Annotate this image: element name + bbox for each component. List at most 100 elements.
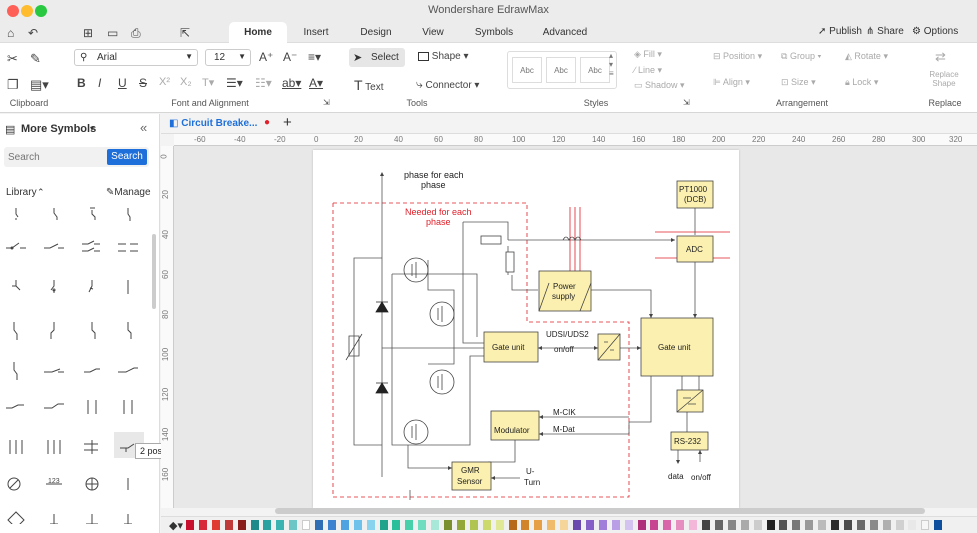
print-icon[interactable]: ⎙ bbox=[131, 26, 141, 40]
color-swatch[interactable] bbox=[224, 520, 233, 530]
drawing-page[interactable]: phase for each phase Needed for each pha… bbox=[313, 150, 739, 508]
search-input[interactable] bbox=[8, 149, 103, 165]
symbol-switch-10[interactable] bbox=[50, 280, 56, 293]
power-supply-box[interactable] bbox=[538, 270, 592, 312]
color-swatch[interactable] bbox=[611, 520, 620, 530]
color-swatch[interactable] bbox=[405, 520, 414, 530]
color-swatch[interactable] bbox=[869, 520, 878, 530]
fill-button[interactable]: ◈ Fill ▾ bbox=[634, 49, 662, 59]
color-swatch[interactable] bbox=[340, 520, 349, 530]
color-swatch[interactable] bbox=[237, 520, 246, 530]
gate-unit-right-box[interactable] bbox=[640, 317, 714, 377]
symbol-switch-29[interactable] bbox=[7, 477, 21, 491]
select-button[interactable]: ➤ Select bbox=[349, 48, 405, 67]
minimize-window-button[interactable] bbox=[21, 5, 33, 17]
options-button[interactable]: ⚙ Options bbox=[912, 26, 959, 37]
gmr-sensor-box[interactable] bbox=[451, 461, 492, 491]
color-swatch[interactable] bbox=[276, 520, 285, 530]
color-swatch[interactable] bbox=[186, 520, 194, 530]
color-swatch[interactable] bbox=[534, 520, 543, 530]
color-swatch[interactable] bbox=[418, 520, 427, 530]
color-swatch[interactable] bbox=[650, 520, 659, 530]
color-swatch[interactable] bbox=[921, 520, 930, 530]
chevron-up-icon[interactable]: ⌃ bbox=[37, 187, 45, 197]
symbol-switch-9[interactable] bbox=[12, 280, 21, 291]
export-icon[interactable]: ⇱ bbox=[180, 26, 191, 40]
color-swatch[interactable] bbox=[934, 520, 943, 530]
shadow-button[interactable]: ▭ Shadow ▾ bbox=[634, 80, 685, 90]
color-swatch[interactable] bbox=[392, 520, 401, 530]
pt1000-box[interactable] bbox=[676, 180, 714, 209]
symbol-switch-17[interactable] bbox=[13, 362, 18, 380]
color-swatch[interactable] bbox=[895, 520, 904, 530]
color-swatch[interactable] bbox=[263, 520, 272, 530]
expand-icon[interactable]: ⇲ bbox=[683, 98, 690, 107]
color-swatch[interactable] bbox=[444, 520, 452, 530]
color-swatch[interactable] bbox=[521, 520, 530, 530]
color-swatch[interactable] bbox=[211, 520, 220, 530]
decrease-font-icon[interactable]: A⁻ bbox=[283, 50, 298, 64]
color-swatch[interactable] bbox=[560, 520, 569, 530]
text-style-icon[interactable]: T▾ bbox=[202, 77, 215, 89]
color-swatch[interactable] bbox=[508, 520, 517, 530]
color-swatch[interactable] bbox=[689, 520, 698, 530]
symbol-switch-25[interactable] bbox=[9, 440, 23, 454]
color-swatch[interactable] bbox=[482, 520, 491, 530]
fill-bucket-icon[interactable]: ◆▾ bbox=[169, 520, 183, 532]
replace-shape-icon[interactable]: ⇄ bbox=[935, 49, 946, 64]
color-swatch[interactable] bbox=[353, 520, 362, 530]
close-window-button[interactable] bbox=[7, 5, 19, 17]
color-swatch[interactable] bbox=[676, 520, 685, 530]
line-button[interactable]: ∕ Line ▾ bbox=[634, 65, 663, 75]
share-button[interactable]: ⋔ Share bbox=[866, 26, 904, 37]
strikethrough-icon[interactable]: S bbox=[139, 76, 148, 90]
connector-button[interactable]: ⤷ Connector ▾ bbox=[416, 77, 480, 91]
symbol-switch-5[interactable] bbox=[6, 242, 26, 250]
symbol-switch-30[interactable]: 123 bbox=[46, 478, 62, 485]
symbol-switch-14[interactable] bbox=[50, 322, 55, 339]
font-name-select[interactable]: ⚲ Arial ▼ bbox=[74, 49, 198, 66]
symbol-switch-19[interactable] bbox=[84, 368, 100, 373]
color-swatch[interactable] bbox=[547, 520, 556, 530]
expand-icon[interactable]: ⇲ bbox=[323, 98, 330, 107]
open-icon[interactable]: ▭ bbox=[107, 26, 119, 40]
symbol-switch-4[interactable] bbox=[127, 208, 131, 221]
color-swatch[interactable] bbox=[766, 520, 775, 530]
add-tab-button[interactable]: + bbox=[283, 114, 292, 131]
symbol-switch-24[interactable] bbox=[123, 400, 133, 414]
maximize-window-button[interactable] bbox=[35, 5, 47, 17]
tab-home[interactable]: Home bbox=[229, 22, 287, 43]
tab-insert[interactable]: Insert bbox=[303, 27, 329, 38]
color-swatch[interactable] bbox=[327, 520, 336, 530]
document-tab[interactable]: ◧ Circuit Breake... bbox=[169, 118, 258, 129]
adc-box[interactable] bbox=[676, 235, 714, 263]
symbol-switch-8[interactable] bbox=[118, 243, 138, 252]
symbol-switch-26[interactable] bbox=[47, 440, 61, 454]
align-button[interactable]: ⊫ Align ▾ bbox=[713, 77, 750, 87]
color-swatch[interactable] bbox=[663, 520, 672, 530]
color-swatch[interactable] bbox=[456, 520, 465, 530]
gate-unit-left-box[interactable] bbox=[483, 331, 539, 363]
color-swatch[interactable] bbox=[302, 520, 311, 530]
rs232-box[interactable] bbox=[670, 431, 709, 451]
replace-shape-button[interactable]: Replace Shape bbox=[929, 70, 959, 88]
symbol-switch-18[interactable] bbox=[44, 368, 64, 373]
home-icon[interactable]: ⌂ bbox=[7, 26, 15, 40]
sidebar-scrollbar[interactable] bbox=[152, 234, 156, 309]
color-swatch[interactable] bbox=[856, 520, 865, 530]
color-swatch[interactable] bbox=[637, 520, 646, 530]
superscript-icon[interactable]: X² bbox=[159, 76, 170, 88]
symbol-switch-6[interactable] bbox=[44, 243, 64, 249]
symbol-switch-22[interactable] bbox=[44, 403, 64, 409]
symbol-switch-16[interactable] bbox=[127, 322, 132, 339]
text-button[interactable]: T Text bbox=[354, 77, 384, 93]
tab-view[interactable]: View bbox=[422, 27, 444, 38]
symbol-switch-23[interactable] bbox=[87, 400, 97, 414]
rotate-button[interactable]: ◭ Rotate ▾ bbox=[845, 51, 888, 61]
paste-icon[interactable]: ▤▾ bbox=[30, 77, 49, 92]
group-button[interactable]: ⧉ Group ▾ bbox=[781, 51, 822, 61]
highlight-icon[interactable]: ab▾ bbox=[282, 76, 302, 90]
chevron-down-icon[interactable]: ▾ bbox=[90, 124, 95, 133]
shape-button[interactable]: Shape ▾ bbox=[418, 51, 469, 62]
symbol-switch-11[interactable] bbox=[88, 280, 94, 293]
